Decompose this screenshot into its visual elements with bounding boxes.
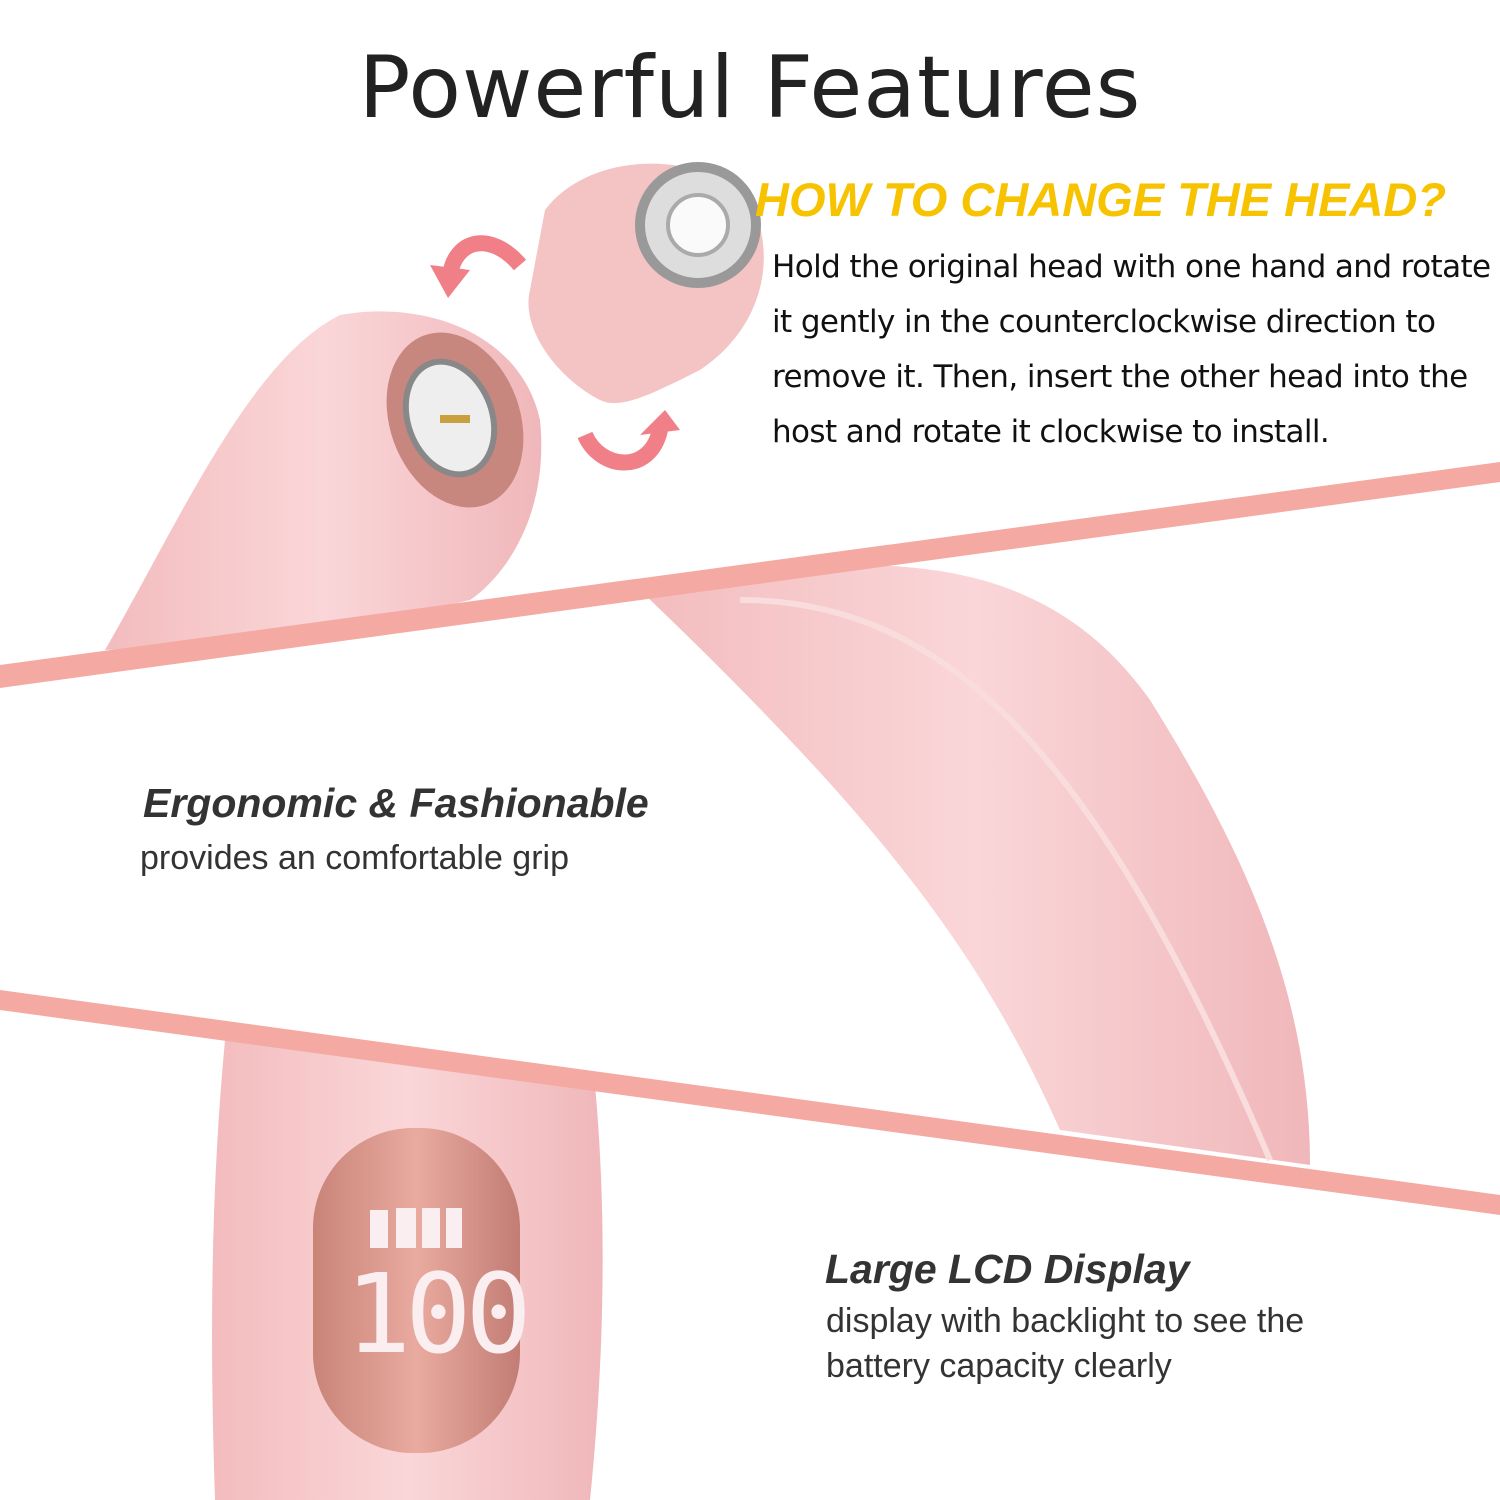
lcd-display bbox=[313, 1128, 520, 1453]
how-to-heading: HOW TO CHANGE THE HEAD? bbox=[755, 173, 1447, 226]
rotate-counterclockwise-arrow-icon bbox=[442, 235, 527, 277]
divider-band bbox=[0, 990, 1500, 1215]
feature-desc-lcd: display with backlight to see the batter… bbox=[826, 1302, 1305, 1385]
page-title: Powerful Features bbox=[358, 38, 1142, 138]
feature-desc-ergonomic: provides an comfortable grip bbox=[140, 839, 570, 877]
how-to-text: Hold the original head with one hand and… bbox=[772, 249, 1491, 450]
device-handle bbox=[640, 565, 1310, 1165]
feature-title-ergonomic: Ergonomic & Fashionable bbox=[143, 780, 649, 826]
battery-icon bbox=[370, 1208, 462, 1248]
rotate-clockwise-arrow-icon bbox=[577, 427, 668, 471]
lcd-value: 100 bbox=[345, 1250, 532, 1378]
divider-band bbox=[0, 462, 1500, 688]
feature-title-lcd: Large LCD Display bbox=[825, 1246, 1190, 1292]
